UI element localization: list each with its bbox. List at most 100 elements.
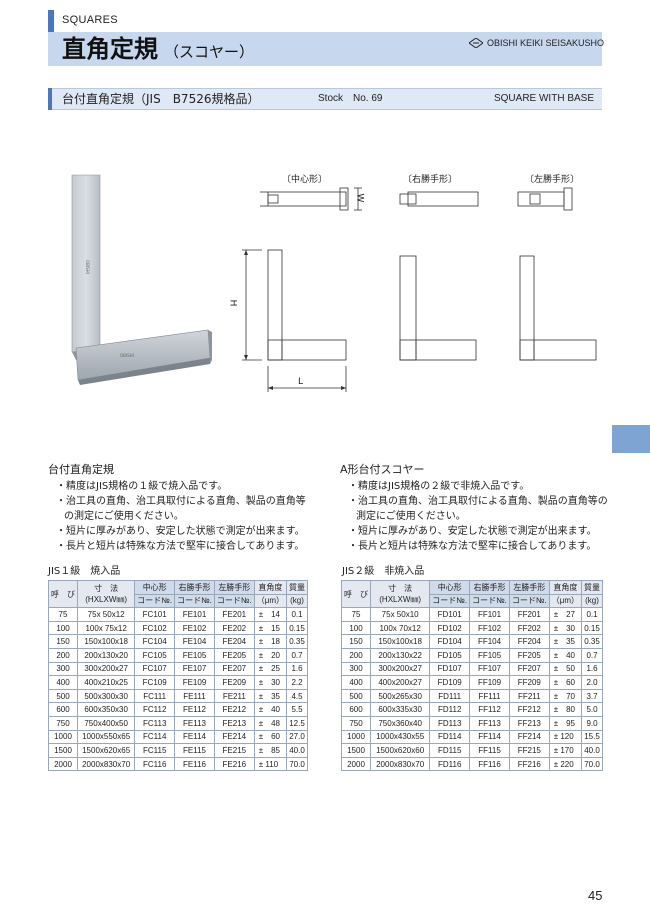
table2-caption: JIS２級 非焼入品 xyxy=(342,566,425,577)
table-cell: ± 85 xyxy=(253,743,288,758)
table-cell: FE205 xyxy=(213,647,255,663)
table-cell: FC112 xyxy=(134,702,176,717)
table-cell: 1500 xyxy=(341,743,371,758)
table-cell: 3.7 xyxy=(581,688,603,704)
table-cell: FF104 xyxy=(469,634,510,649)
table-cell: 2000 xyxy=(341,756,371,772)
table-cell: 100x 75x12 xyxy=(76,620,136,636)
table-cell: 100 xyxy=(341,620,371,636)
header-accuracy: 直角度 xyxy=(253,580,288,595)
table-cell: FE109 xyxy=(174,675,215,690)
description-left-item: ・長片と短片は特殊な方法で堅牢に接合してあります。 xyxy=(56,541,305,552)
table-cell: 750x400x50 xyxy=(76,715,136,731)
table-cell: 75 xyxy=(48,607,78,622)
description-right-heading: A形台付スコヤー xyxy=(340,463,425,476)
table-cell: 400x210x25 xyxy=(76,675,136,690)
dimension-l-label: L xyxy=(298,377,304,387)
table-cell: 500 xyxy=(48,688,78,704)
page-title-sub: （スコヤー） xyxy=(164,43,255,61)
table-cell: FF215 xyxy=(508,743,550,758)
table-cell: ± 60 xyxy=(548,675,583,690)
table-cell: FE112 xyxy=(174,702,215,717)
table-cell: FE216 xyxy=(213,756,255,772)
table-cell: 300x200x27 xyxy=(369,661,431,677)
table-cell: ± 35 xyxy=(548,634,583,649)
table-cell: FE104 xyxy=(174,634,215,649)
title-band xyxy=(48,32,602,66)
header-sunpo: 寸 法(HXLXW㎜) xyxy=(369,579,431,609)
table-cell: 0.7 xyxy=(581,647,603,663)
table-cell: FC101 xyxy=(134,607,176,622)
table-cell: 4.5 xyxy=(286,688,308,704)
table-cell: FE214 xyxy=(213,729,255,745)
table-cell: FF114 xyxy=(469,729,510,745)
dimension-w-label: W xyxy=(354,193,365,203)
table-cell: 500x300x30 xyxy=(76,688,136,704)
description-right: A形台付スコヤー ・精度はJIS規格の２級で非焼入品です。 ・治工具の直角、治工… xyxy=(340,462,608,554)
table-cell: FF112 xyxy=(469,702,510,717)
table-cell: FF214 xyxy=(508,729,550,745)
table-cell: 200x130x20 xyxy=(76,647,136,663)
table-cell: 0.7 xyxy=(286,647,308,663)
header-accuracy-unit: （μm） xyxy=(548,593,583,609)
diagram-label-left-hand: 〔左勝手形〕 xyxy=(525,175,580,185)
table-cell: FF115 xyxy=(469,743,510,758)
table-cell: 750 xyxy=(341,715,371,731)
table-cell: ± 40 xyxy=(253,702,288,717)
table-cell: FD104 xyxy=(429,634,471,649)
table-cell: FF207 xyxy=(508,661,550,677)
table-cell: 2000x830x70 xyxy=(369,756,431,772)
stock-number: Stock No. 69 xyxy=(318,93,383,104)
table-cell: FE101 xyxy=(174,607,215,622)
table1-caption: JIS１級 焼入品 xyxy=(48,566,121,577)
table-cell: 1500 xyxy=(48,743,78,758)
table-cell: 40.0 xyxy=(581,743,603,758)
table-cell: 1.6 xyxy=(286,661,308,677)
table-cell: ± 18 xyxy=(253,634,288,649)
table-cell: FF107 xyxy=(469,661,510,677)
table-cell: FD105 xyxy=(429,647,471,663)
table-cell: 0.15 xyxy=(581,620,603,636)
table-cell: 0.35 xyxy=(581,634,603,649)
table-cell: ± 48 xyxy=(253,715,288,731)
table-cell: FC102 xyxy=(134,620,176,636)
table-cell: 600x350x30 xyxy=(76,702,136,717)
svg-text:OBISHI: OBISHI xyxy=(120,353,134,358)
table-cell: FD109 xyxy=(429,675,471,690)
description-left-item: ・治工具の直角、治工具取付による直角、製品の直角等の測定にご使用ください。 xyxy=(56,496,306,522)
table-cell: FF102 xyxy=(469,620,510,636)
brand-logo-icon xyxy=(468,38,483,48)
page-title-main: 直角定規 xyxy=(62,35,158,63)
table-cell: 200 xyxy=(341,647,371,663)
table-cell: ± 50 xyxy=(548,661,583,677)
table-cell: 1000x430x55 xyxy=(369,729,431,745)
side-index-tab xyxy=(612,425,650,453)
table-cell: FE215 xyxy=(213,743,255,758)
table-cell: ± 120 xyxy=(548,729,583,745)
table-cell: 2.2 xyxy=(286,675,308,690)
header-sunpo-label: 寸 法 xyxy=(94,584,119,594)
header-code: コード№. xyxy=(508,593,550,609)
table-cell: FD111 xyxy=(429,688,471,704)
table-cell: FF205 xyxy=(508,647,550,663)
header-code: コード№. xyxy=(134,593,176,609)
table-cell: ± 14 xyxy=(253,607,288,622)
table-cell: FD107 xyxy=(429,661,471,677)
header-weight: 質量 xyxy=(286,580,308,595)
table-cell: ± 70 xyxy=(548,688,583,704)
header-right-hand: 右勝手形 xyxy=(174,580,215,595)
description-right-item: ・治工具の直角、治工具取付による直角、製品の直角等の測定にご使用ください。 xyxy=(348,496,608,522)
table-cell: 500 xyxy=(341,688,371,704)
table-cell: 400x200x27 xyxy=(369,675,431,690)
table-cell: 70.0 xyxy=(581,756,603,772)
table-cell: ± 60 xyxy=(253,729,288,745)
